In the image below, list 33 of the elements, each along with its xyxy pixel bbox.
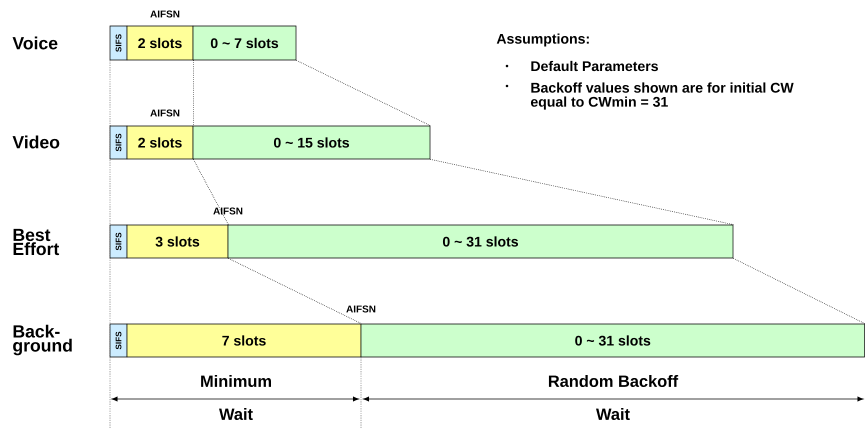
aifsn-label: AIFSN bbox=[346, 305, 376, 312]
backoff-slots-box: 0 ~ 15 slots bbox=[192, 126, 430, 160]
aifsn-slots-box: 2 slots bbox=[126, 26, 194, 60]
backoff-slots-box: 0 ~ 31 slots bbox=[360, 324, 865, 358]
dimension-label: Random Backoff bbox=[548, 374, 678, 388]
dimension-label: Wait bbox=[596, 408, 630, 420]
projection-line bbox=[193, 60, 194, 126]
row-label: Voice bbox=[12, 36, 58, 50]
sifs-box: SIFS bbox=[110, 26, 128, 60]
aifsn-slots-box: 7 slots bbox=[126, 324, 362, 358]
backoff-slots-box: 0 ~ 7 slots bbox=[192, 26, 296, 60]
aifsn-label: AIFSN bbox=[150, 10, 180, 18]
heading: Assumptions: bbox=[496, 33, 589, 47]
row-label: Best Effort bbox=[14, 228, 60, 256]
projection-line bbox=[296, 60, 431, 126]
sifs-box: SIFS bbox=[110, 224, 128, 258]
aifsn-slots-box: 2 slots bbox=[126, 126, 194, 160]
backoff-slots-box: 0 ~ 31 slots bbox=[228, 224, 734, 258]
bullet-text: Default Parameters bbox=[531, 60, 658, 72]
sifs-box: SIFS bbox=[110, 126, 128, 160]
row-label: Back- ground bbox=[13, 324, 72, 356]
dimension-label: Wait bbox=[219, 408, 253, 420]
dimension-label: Minimum bbox=[201, 374, 271, 388]
projection-line bbox=[430, 159, 734, 225]
sifs-box: SIFS bbox=[110, 324, 128, 358]
projection-line bbox=[193, 159, 229, 225]
projection-line bbox=[228, 258, 362, 324]
bullet-text: Backoff values shown are for initial CW equal to CWmin = 31 bbox=[530, 82, 794, 110]
row-label: Video bbox=[12, 136, 60, 148]
projection-line bbox=[733, 258, 865, 324]
aifsn-slots-box: 3 slots bbox=[126, 224, 228, 258]
aifsn-label: AIFSN bbox=[213, 207, 242, 215]
aifsn-label: AIFSN bbox=[150, 109, 180, 117]
